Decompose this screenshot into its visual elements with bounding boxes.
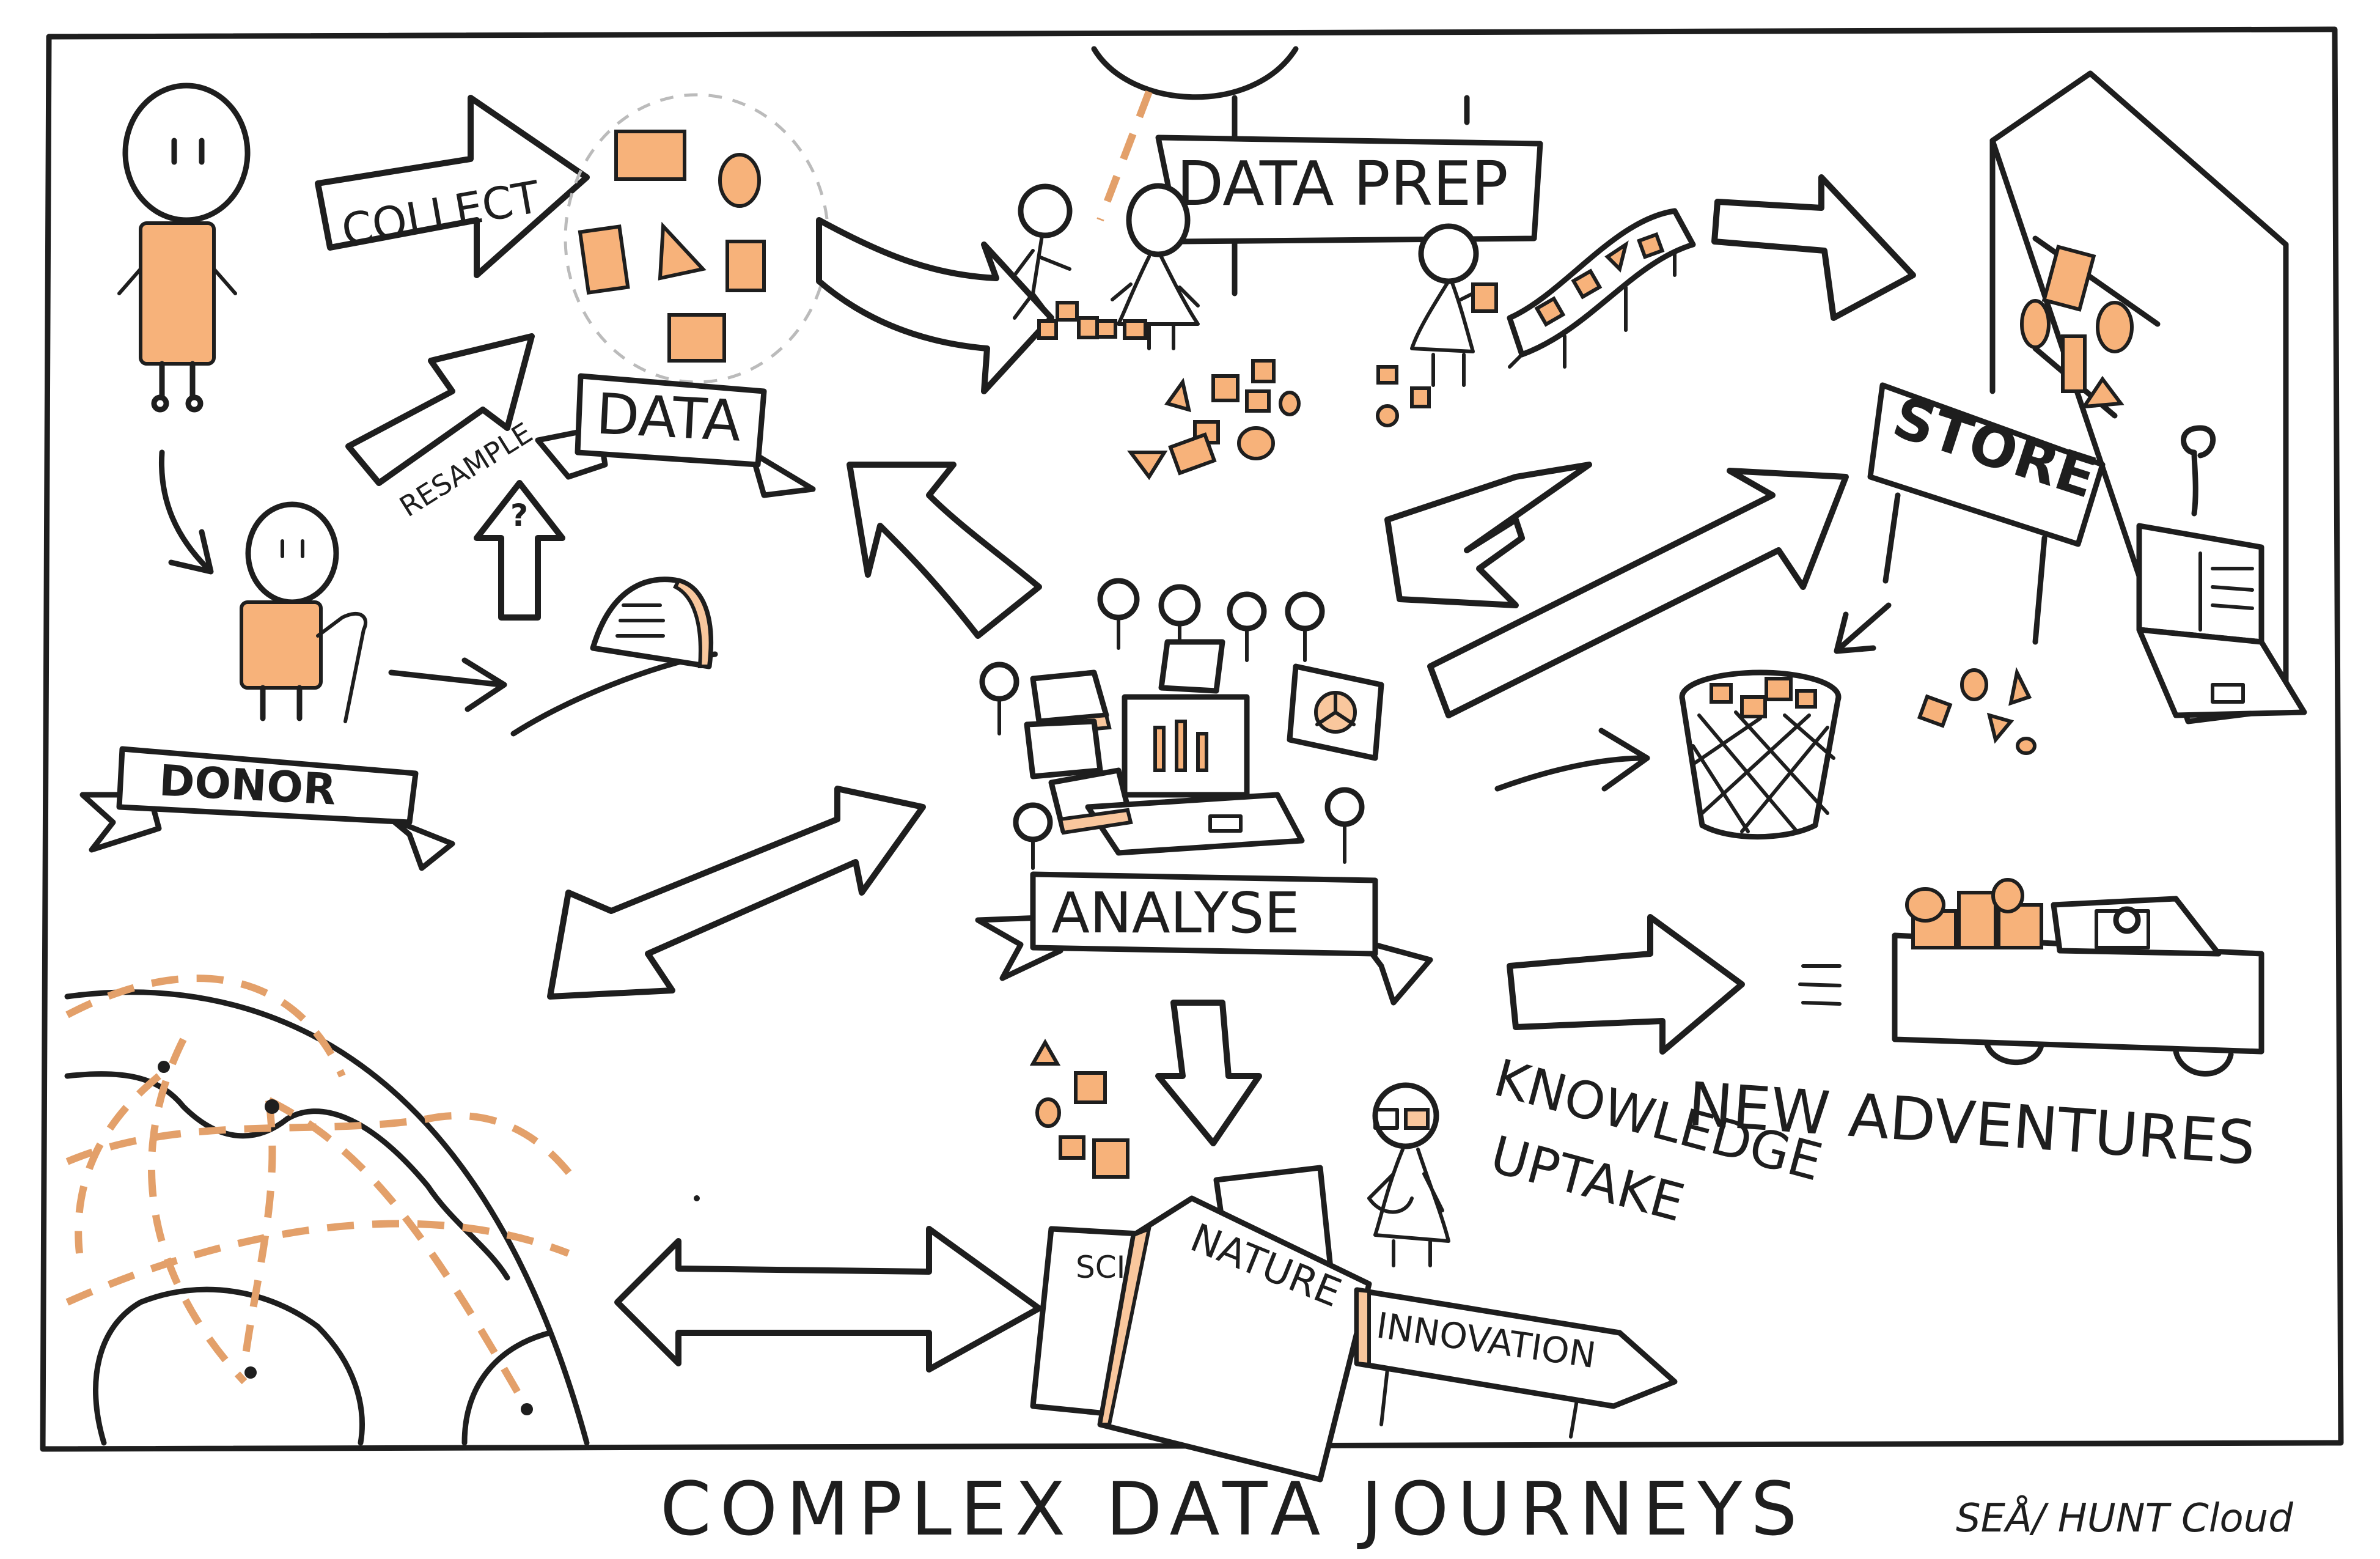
- store-sign: STORE: [1867, 382, 2106, 645]
- analyse-to-truck-arrow: [1507, 914, 1745, 1055]
- knowledge-scraps: [1029, 1038, 1129, 1179]
- donor-label: DONOR: [158, 756, 337, 815]
- frame: [40, 26, 2344, 1452]
- data-prep-label: DATA PREP: [1177, 148, 1508, 219]
- data-prep-pieces: [1127, 359, 1431, 481]
- data-banner: DATA: [535, 373, 816, 498]
- store-to-analyse-arrow: [1384, 462, 1592, 608]
- prep-to-store-arrow: [1711, 174, 1916, 321]
- question-arrow: ?: [474, 480, 565, 621]
- analyse-label: ANALYSE: [1051, 880, 1299, 946]
- signature: SEÅ/ HUNT Cloud: [1956, 1495, 2293, 1541]
- analyse-to-bin-arrow: [1494, 728, 1650, 792]
- data-label: DATA: [595, 381, 743, 454]
- main-title: COMPLEX DATA JOURNEYS: [660, 1467, 1806, 1552]
- donor-to-biobank-arrow: [388, 657, 507, 712]
- data-prep-globe-top: [1091, 46, 1299, 222]
- store-scraps: [1917, 666, 2037, 755]
- publications: SCIE NATURE INNOVATION: [1030, 1165, 1678, 1483]
- analyse-to-globe-arrow: [547, 786, 926, 1000]
- analyse-to-store-arrow: [1427, 468, 1849, 718]
- globe: [64, 975, 700, 1446]
- analyse-to-publication-arrow: [1155, 1000, 1262, 1146]
- analyse-group: [979, 578, 1384, 870]
- aging-arrow: [158, 449, 214, 575]
- delivery-truck: [1798, 878, 2264, 1077]
- analyse-to-data-arrow: [847, 462, 1042, 639]
- collect-arrow: COLLECT: [315, 95, 590, 278]
- store-laptop: [2136, 425, 2307, 718]
- knowledge-figure: [1367, 1082, 1450, 1267]
- data-samples-cluster: [564, 93, 830, 384]
- data-prep-conveyor: [1507, 208, 1696, 369]
- biobank-mound: [510, 577, 718, 737]
- data-prep-sign: DATA PREP: [1155, 95, 1543, 297]
- globe-to-publication-arrow: [614, 1226, 1042, 1373]
- data-to-prep-arrow: [816, 217, 1054, 394]
- data-prep-workers: [1013, 183, 1498, 387]
- donor-old-figure: [240, 501, 368, 723]
- store-to-bin-arrow: [1834, 602, 1892, 654]
- donor-banner: DONOR: [79, 746, 455, 871]
- donor-young-figure: [117, 83, 251, 413]
- analyse-banner: ANALYSE: [975, 871, 1433, 1006]
- waste-bin: [1679, 669, 1842, 840]
- question-mark: ?: [510, 498, 528, 533]
